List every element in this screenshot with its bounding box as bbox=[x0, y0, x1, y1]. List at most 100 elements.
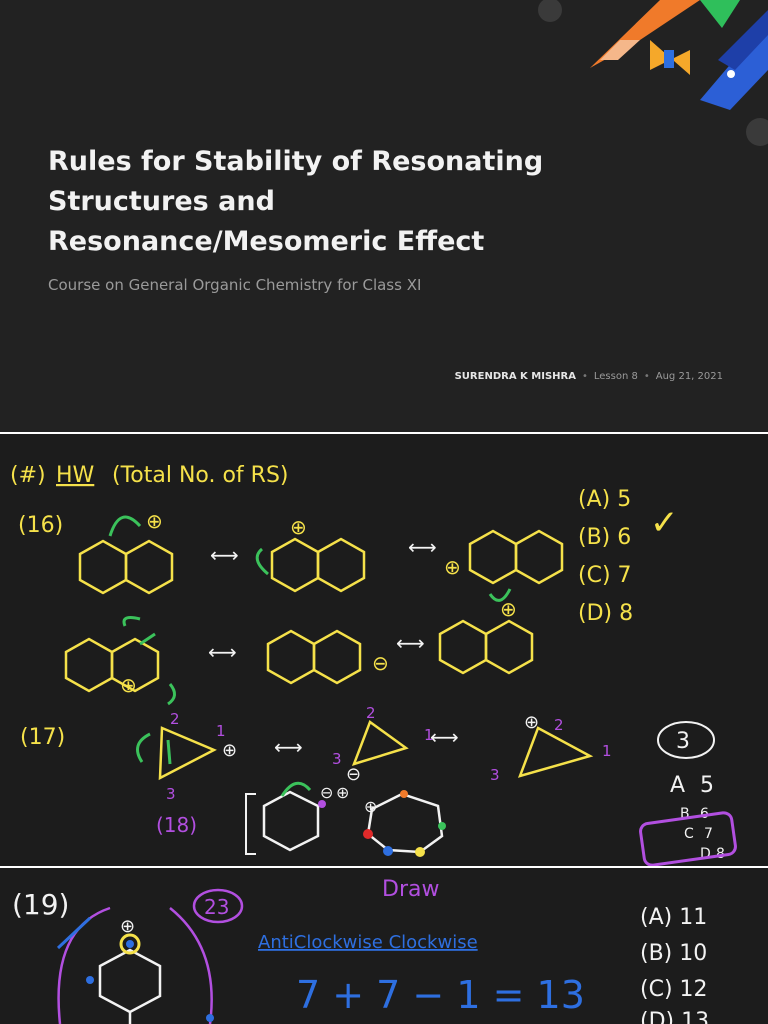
title-slide: Rules for Stability of Resonating Struct… bbox=[0, 0, 768, 432]
plus-charge: ⊕ bbox=[120, 916, 135, 937]
option-b: (B) 6 bbox=[578, 525, 631, 550]
benzene-ring bbox=[262, 790, 320, 852]
minus-charge: ⊖ bbox=[372, 651, 389, 675]
atom-dot bbox=[86, 976, 94, 984]
answer-circle bbox=[657, 721, 715, 759]
option-d: (D) 8 bbox=[578, 601, 633, 626]
minus-charge: ⊖ bbox=[346, 764, 361, 785]
answer-highlight-box bbox=[639, 811, 737, 866]
plus-charge: ⊕ bbox=[120, 673, 137, 697]
author-name: SURENDRA K MISHRA bbox=[454, 371, 576, 382]
q18-label: (18) bbox=[156, 813, 197, 837]
ring bbox=[312, 629, 362, 685]
atom-number: 1 bbox=[216, 722, 226, 740]
direction-arrow bbox=[56, 916, 92, 950]
direction-note: AntiClockwise Clockwise bbox=[258, 932, 478, 953]
circled-value: 23 bbox=[204, 895, 229, 919]
answer-letter: B bbox=[680, 806, 690, 822]
atom-number: 2 bbox=[366, 704, 376, 722]
boundary-curve bbox=[57, 906, 111, 1024]
plus-charge: ⊕ bbox=[364, 797, 377, 816]
plus-charge: ⊕ bbox=[524, 712, 539, 733]
answer-letter: C bbox=[684, 826, 694, 842]
atom-number: 2 bbox=[554, 716, 564, 734]
ring bbox=[468, 529, 518, 585]
hw-label: HW bbox=[56, 463, 95, 488]
pencil-tip bbox=[600, 40, 640, 60]
check-icon: ✓ bbox=[650, 503, 679, 543]
plus-charge: ⊕ bbox=[500, 597, 517, 621]
separator-dot: • bbox=[643, 371, 650, 382]
lesson-date: Aug 21, 2021 bbox=[655, 371, 723, 382]
draw-label: Draw bbox=[382, 877, 439, 902]
equation-text: 7 + 7 − 1 = 13 bbox=[296, 973, 585, 1017]
ring bbox=[438, 619, 488, 675]
answer-number: 5 bbox=[700, 773, 714, 798]
answer-value: 3 bbox=[676, 729, 690, 754]
leaf-icon bbox=[700, 0, 740, 28]
q16-structures bbox=[64, 529, 564, 693]
pen-shadow bbox=[718, 10, 768, 70]
ring bbox=[484, 619, 534, 675]
atom-number: 1 bbox=[424, 726, 434, 744]
separator-dot: • bbox=[581, 371, 588, 382]
plus-charge: ⊕ bbox=[444, 555, 461, 579]
atom-number: 2 bbox=[170, 710, 180, 728]
option-c: (C) 12 bbox=[640, 977, 708, 1002]
lesson-number: Lesson 8 bbox=[593, 371, 638, 382]
q17-label: (17) bbox=[20, 725, 65, 750]
q18-atoms bbox=[318, 790, 446, 857]
plus-charge: ⊕ bbox=[290, 515, 307, 539]
bowtie-knot bbox=[664, 50, 674, 68]
handwriting-canvas: (#) HW (Total No. of RS) (16) (A) 5 (B) … bbox=[10, 463, 737, 866]
q16-label: (16) bbox=[18, 513, 63, 538]
ring bbox=[514, 529, 564, 585]
q19-label: (19) bbox=[12, 888, 69, 921]
option-d: (D) 13 bbox=[640, 1009, 709, 1024]
resonance-arrow: ⟷ bbox=[430, 725, 459, 749]
answer-letter: D bbox=[700, 846, 711, 862]
notes-slide-19: (19) 23 Draw AntiClockwise Clockwise 7 +… bbox=[0, 868, 768, 1024]
boundary-curve bbox=[169, 907, 213, 1024]
atom-dot bbox=[126, 940, 134, 948]
answer-number: 8 bbox=[716, 846, 725, 862]
option-b: (B) 10 bbox=[640, 941, 707, 966]
plus-charge: ⊕ bbox=[146, 509, 163, 533]
handwriting-canvas: (19) 23 Draw AntiClockwise Clockwise 7 +… bbox=[12, 877, 709, 1024]
plus-charge: ⊕ bbox=[222, 740, 237, 761]
ring bbox=[270, 537, 320, 593]
atom-number: 3 bbox=[332, 750, 342, 768]
ring bbox=[64, 637, 114, 693]
atom-number: 3 bbox=[166, 785, 176, 803]
answer-letter: A bbox=[670, 773, 685, 798]
decor-circle bbox=[538, 0, 562, 22]
atom-dot bbox=[206, 1014, 214, 1022]
lesson-meta: SURENDRA K MISHRA • Lesson 8 • Aug 21, 2021 bbox=[455, 371, 723, 382]
resonance-arrow: ⟷ bbox=[210, 543, 239, 567]
decoration-graphic bbox=[538, 0, 768, 146]
hw-note: (Total No. of RS) bbox=[112, 463, 289, 488]
hw-prefix: (#) bbox=[10, 463, 46, 488]
ring bbox=[124, 539, 174, 595]
course-subtitle: Course on General Organic Chemistry for … bbox=[48, 276, 422, 294]
benzene-ring bbox=[98, 948, 162, 1014]
heptagon-ring bbox=[366, 792, 444, 854]
ring bbox=[78, 539, 128, 595]
resonance-arrow: ⟷ bbox=[274, 735, 303, 759]
notes-slide-16: (#) HW (Total No. of RS) (16) (A) 5 (B) … bbox=[0, 434, 768, 866]
minus-charge: ⊖ bbox=[320, 783, 333, 802]
pen-dot bbox=[727, 70, 735, 78]
value-circle bbox=[192, 888, 244, 924]
highlight-ring bbox=[119, 933, 141, 955]
q17-structures bbox=[158, 720, 594, 781]
q18-arrow bbox=[280, 781, 312, 797]
plus-charge: ⊕ bbox=[336, 783, 349, 802]
option-a: (A) 5 bbox=[578, 487, 631, 512]
atom-number: 3 bbox=[490, 766, 500, 784]
q17-arrows bbox=[136, 732, 172, 765]
option-c: (C) 7 bbox=[578, 563, 632, 588]
bracket bbox=[245, 793, 256, 855]
resonance-arrow: ⟷ bbox=[408, 535, 437, 559]
page-title: Rules for Stability of Resonating Struct… bbox=[48, 146, 544, 257]
decor-circle bbox=[746, 118, 768, 146]
